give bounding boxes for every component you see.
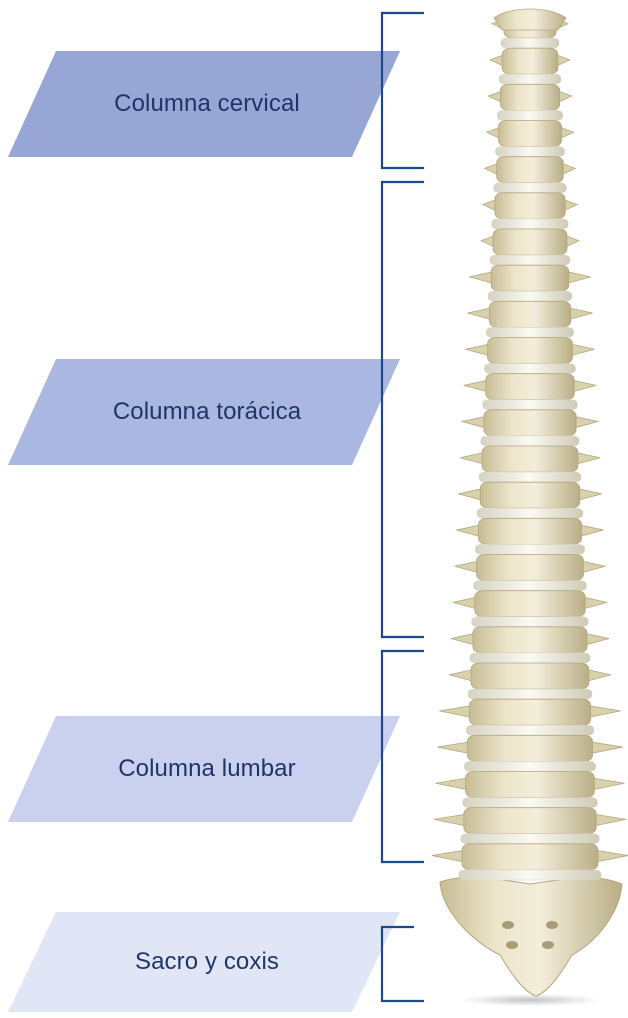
- vertebra-body: [500, 84, 559, 110]
- vertebra-body: [478, 518, 581, 544]
- vertebra-body: [495, 193, 565, 219]
- transverse-process: [460, 453, 484, 465]
- transverse-process: [439, 706, 471, 718]
- vertebra-body: [469, 699, 590, 725]
- intervertebral-disc: [490, 255, 570, 265]
- transverse-process: [456, 525, 480, 537]
- transverse-process: [589, 706, 621, 718]
- transverse-process: [469, 272, 493, 284]
- transverse-process: [437, 742, 469, 754]
- transverse-process: [455, 561, 479, 573]
- vertebra-body: [480, 482, 579, 508]
- spine-floor-shadow: [460, 994, 600, 1006]
- transverse-process: [436, 778, 468, 790]
- transverse-process: [458, 489, 482, 501]
- bracket-thoracic: [382, 182, 424, 637]
- intervertebral-disc: [494, 183, 567, 193]
- transverse-process: [574, 416, 598, 428]
- vertebra-body: [471, 663, 589, 689]
- intervertebral-disc: [466, 725, 593, 735]
- transverse-process: [581, 561, 605, 573]
- spine-vertebrae: [432, 9, 628, 1006]
- transverse-process: [596, 850, 628, 862]
- transverse-process: [432, 850, 464, 862]
- vertebra-body: [491, 265, 569, 291]
- intervertebral-disc: [470, 653, 590, 663]
- vertebra-body: [466, 772, 595, 798]
- intervertebral-disc: [492, 219, 568, 229]
- intervertebral-disc: [474, 581, 587, 591]
- transverse-process: [587, 670, 611, 682]
- intervertebral-disc: [472, 617, 588, 627]
- sacral-foramen: [542, 941, 554, 949]
- intervertebral-disc: [463, 798, 598, 808]
- transverse-process: [592, 778, 624, 790]
- sacral-foramen: [546, 921, 558, 929]
- intervertebral-disc: [479, 472, 581, 482]
- intervertebral-disc: [468, 689, 592, 699]
- transverse-process: [464, 380, 488, 392]
- vertebra-body: [484, 410, 576, 436]
- transverse-process: [591, 742, 623, 754]
- transverse-process: [466, 344, 490, 356]
- vertebra-body: [464, 808, 596, 834]
- transverse-process: [585, 633, 609, 645]
- transverse-process: [569, 308, 593, 320]
- transverse-process: [449, 670, 473, 682]
- vertebra-body: [486, 374, 575, 400]
- vertebra-body: [482, 446, 578, 472]
- intervertebral-disc: [483, 400, 578, 410]
- bracket-cervical: [382, 13, 424, 168]
- spine-illustration: [430, 0, 628, 1015]
- transverse-process: [434, 814, 466, 826]
- sacrum-bone: [440, 877, 622, 996]
- atlas-vertebra: [494, 9, 566, 30]
- transverse-process: [572, 380, 596, 392]
- transverse-process: [451, 633, 475, 645]
- vertebra-body: [475, 591, 585, 617]
- intervertebral-disc: [485, 364, 576, 374]
- vertebra-body: [462, 844, 598, 870]
- transverse-process: [583, 597, 607, 609]
- vertebra-body: [488, 338, 573, 364]
- transverse-process: [567, 272, 591, 284]
- intervertebral-disc: [481, 436, 579, 446]
- vertebra-body: [493, 229, 567, 255]
- intervertebral-disc: [461, 834, 599, 844]
- vertebra-body: [473, 627, 587, 653]
- vertebra-body: [467, 735, 592, 761]
- bracket-sacrum: [382, 927, 424, 1001]
- vertebra-body: [489, 301, 570, 327]
- sacral-foramen: [502, 921, 514, 929]
- intervertebral-disc: [459, 870, 601, 880]
- intervertebral-disc: [497, 110, 562, 120]
- vertebra-body: [497, 157, 564, 183]
- intervertebral-disc: [488, 291, 572, 301]
- sacral-foramen: [506, 941, 518, 949]
- intervertebral-disc: [464, 761, 595, 771]
- transverse-process: [462, 416, 486, 428]
- transverse-process: [580, 525, 604, 537]
- intervertebral-disc: [501, 38, 559, 48]
- vertebra-body: [502, 48, 558, 74]
- transverse-process: [576, 453, 600, 465]
- intervertebral-disc: [496, 147, 565, 157]
- vertebra-body: [477, 555, 584, 581]
- bracket-lumbar: [382, 651, 424, 862]
- transverse-process: [594, 814, 626, 826]
- intervertebral-disc: [475, 544, 584, 554]
- vertebra-body: [499, 121, 562, 147]
- intervertebral-disc: [499, 74, 561, 84]
- transverse-process: [578, 489, 602, 501]
- intervertebral-disc: [486, 327, 573, 337]
- transverse-process: [453, 597, 477, 609]
- transverse-process: [570, 344, 594, 356]
- transverse-process: [467, 308, 491, 320]
- intervertebral-disc: [477, 508, 582, 518]
